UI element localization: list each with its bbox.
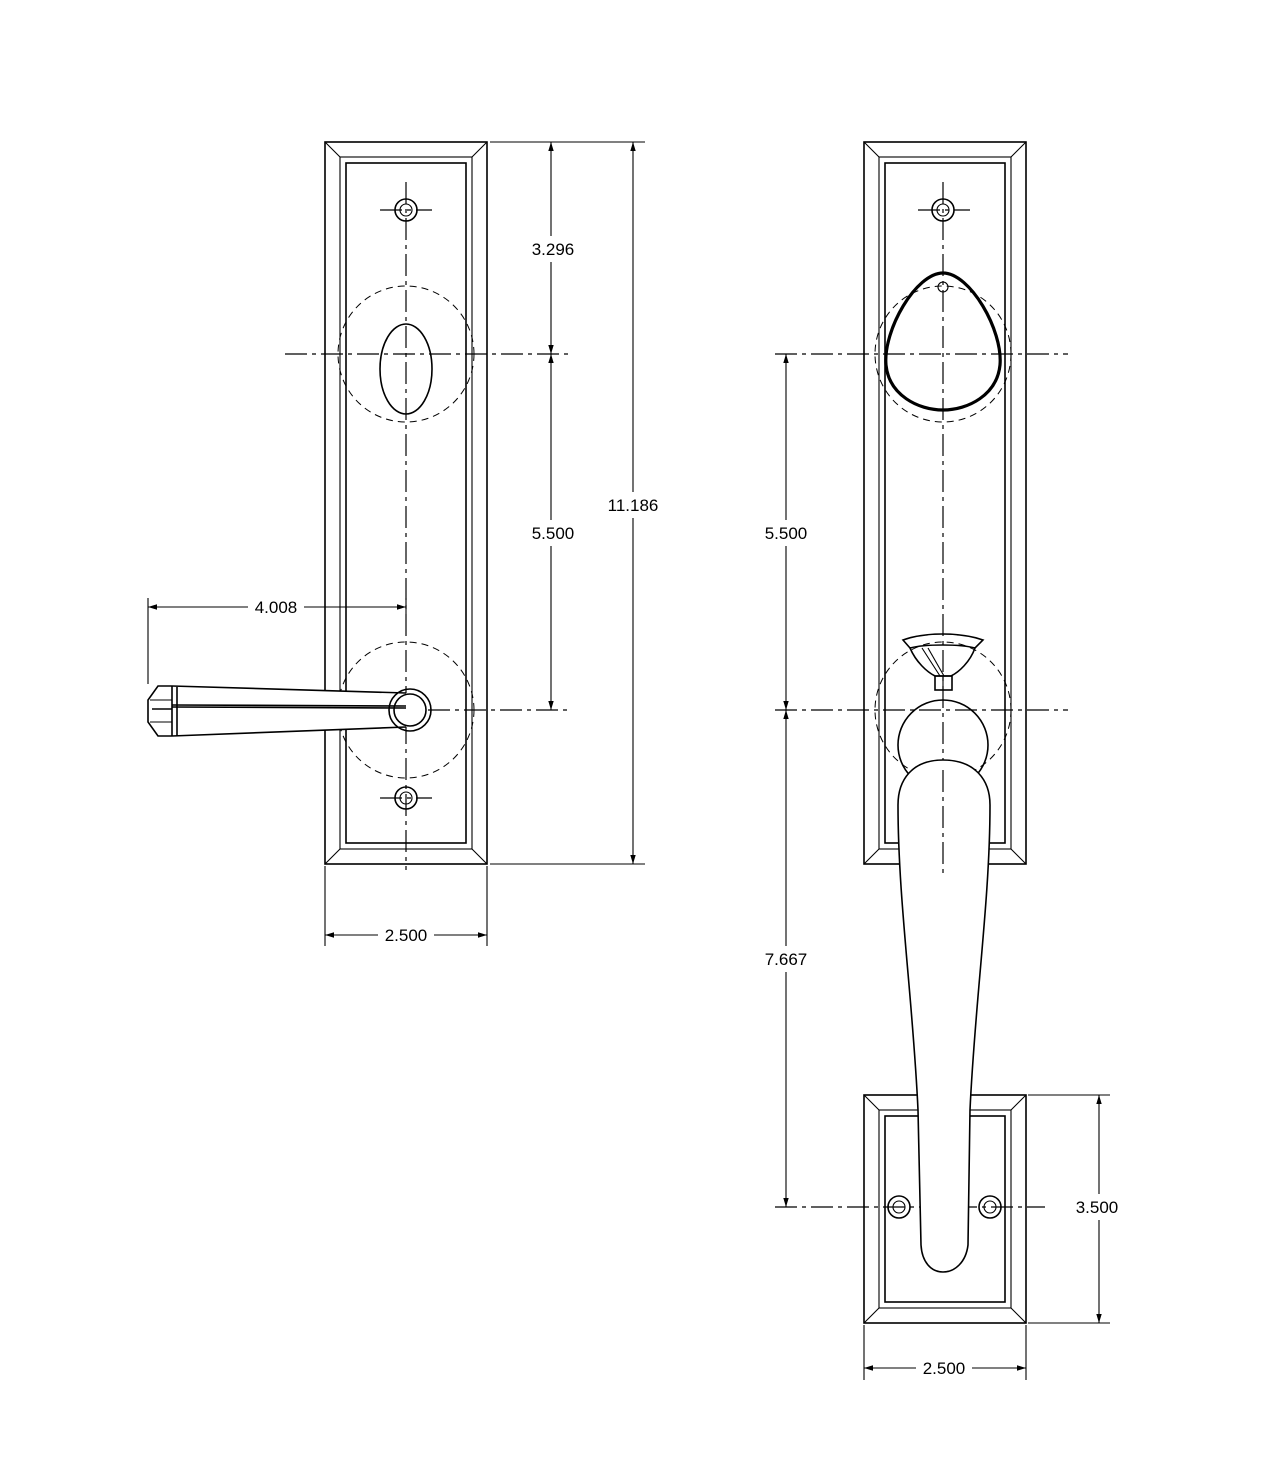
dim-lever-length-label: 4.008 xyxy=(255,598,298,617)
dim-handle-length-label: 7.667 xyxy=(765,950,808,969)
top-screw-icon xyxy=(394,198,418,222)
left-escutcheon-plate xyxy=(324,141,488,865)
right-top-screw-icon xyxy=(931,198,955,222)
lever-handle-icon xyxy=(147,685,432,737)
dim-height-total-label: 11.186 xyxy=(608,496,659,515)
dim-top-to-center-label: 3.296 xyxy=(532,240,575,259)
dim-width-label: 2.500 xyxy=(385,926,428,945)
right-view-handleset: 5.500 7.667 3.500 2.500 xyxy=(756,141,1129,1380)
dim-right-center-to-center-label: 5.500 xyxy=(765,524,808,543)
deadbolt-rose-hidden xyxy=(337,285,475,423)
dim-bottom-plate-width-label: 2.500 xyxy=(923,1359,966,1378)
dim-bottom-plate-height-label: 3.500 xyxy=(1076,1198,1119,1217)
bottom-screw-icon xyxy=(394,786,418,810)
thumb-piece-icon xyxy=(901,633,985,691)
bottom-left-screw-icon xyxy=(887,1195,911,1219)
right-escutcheon-plate xyxy=(863,141,1027,865)
dim-center-to-center-label: 5.500 xyxy=(532,524,575,543)
grip-handle-icon xyxy=(897,759,991,1273)
key-cylinder-icon xyxy=(379,323,433,415)
lever-rose-hidden xyxy=(337,641,475,779)
bottom-right-screw-icon xyxy=(978,1195,1002,1219)
left-view-lever-trim: 11.186 3.296 5.500 4.008 2.500 xyxy=(147,141,663,946)
deadbolt-teardrop-icon xyxy=(884,271,1002,412)
